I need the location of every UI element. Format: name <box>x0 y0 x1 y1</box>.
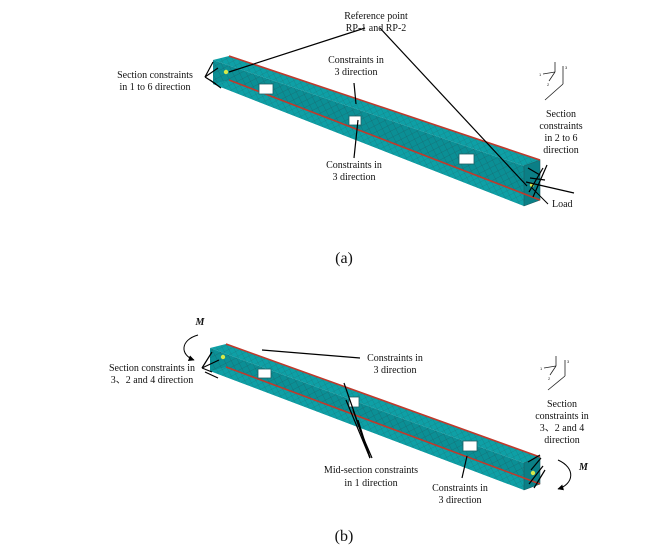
beam-a-hole-1 <box>258 83 274 95</box>
label-section-left-b-2: 3、2 and 4 direction <box>111 375 193 386</box>
beam-b-hole-3 <box>462 440 478 452</box>
beam-b-bottom-edge <box>225 366 541 485</box>
reference-point-rp1 <box>223 69 229 75</box>
label-mid-section-1: Mid-section constraints <box>324 465 418 476</box>
label-section-right-a-1: Section <box>546 109 576 120</box>
caption-a: (a) <box>335 250 353 267</box>
axis-triad-b: 1 3 2 <box>540 356 570 391</box>
label-section-right-a-2: constraints <box>539 121 582 132</box>
beam-b-top-edge <box>225 343 541 458</box>
axis-label-z: 3 <box>567 359 570 364</box>
panel-b: 1 3 2 M Section constraints in 3、2 and 4… <box>109 317 589 545</box>
moment-arrow-right <box>557 459 572 491</box>
label-constraint-bottom-b-2: 3 direction <box>438 495 481 506</box>
axis-label-z: 3 <box>565 65 568 70</box>
label-constraint-top-b-2: 3 direction <box>373 365 416 376</box>
label-mid-section-2: in 1 direction <box>344 478 397 489</box>
label-section-right-b-1: Section <box>547 399 577 410</box>
label-load: Load <box>552 199 573 210</box>
label-section-left-a-2: in 1 to 6 direction <box>119 82 190 93</box>
axis-triad-a: 1 3 2 <box>539 62 568 101</box>
label-section-right-b-2: constraints in <box>535 411 589 422</box>
label-reference-point-1: Reference point <box>344 11 408 22</box>
axis-label-y: 2 <box>548 376 551 381</box>
label-moment-right: M <box>578 462 589 473</box>
beam-b-bottom-flange <box>210 367 540 490</box>
label-section-right-a-3: in 2 to 6 <box>544 133 577 144</box>
label-section-left-a-1: Section constraints <box>117 70 193 81</box>
label-constraint-bottom-a-2: 3 direction <box>332 172 375 183</box>
caption-b: (b) <box>335 528 354 545</box>
reference-point-left-b <box>220 354 226 360</box>
label-constraint-top-b-1: Constraints in <box>367 353 423 364</box>
beam-a-top-flange <box>213 56 540 166</box>
leaders-b <box>201 349 546 489</box>
label-constraint-bottom-a-1: Constraints in <box>326 160 382 171</box>
axis-label-x: 1 <box>539 72 542 77</box>
beam-a-top-edge <box>228 55 541 161</box>
axis-label-y: 2 <box>547 82 550 87</box>
beam-a-bottom-edge <box>228 79 541 201</box>
beam-a <box>213 55 541 207</box>
label-moment-left: M <box>195 317 206 328</box>
label-section-right-b-3: 3、2 and 4 <box>540 423 584 434</box>
beam-a-hole-3 <box>458 153 475 165</box>
label-section-left-b-1: Section constraints in <box>109 363 195 374</box>
panel-a: 1 3 2 Reference point RP-1 and RP-2 Sect… <box>117 11 583 267</box>
label-constraint-bottom-b-1: Constraints in <box>432 483 488 494</box>
label-constraint-top-a-2: 3 direction <box>334 67 377 78</box>
label-constraint-top-a-1: Constraints in <box>328 55 384 66</box>
beam-b-hole-2 <box>348 396 360 408</box>
axis-label-x: 1 <box>540 366 543 371</box>
label-reference-point-2: RP-1 and RP-2 <box>346 23 407 34</box>
load-arrow <box>525 181 575 194</box>
moment-arrow-left <box>183 334 199 362</box>
beam-b-top-flange <box>210 344 540 463</box>
label-section-right-a-4: direction <box>543 145 579 156</box>
beam-b-hole-1 <box>257 368 272 379</box>
leaders-a <box>204 27 575 205</box>
beam-a-hole-2 <box>348 115 362 126</box>
beam-a-bottom-flange <box>213 80 540 206</box>
beam-b <box>210 343 541 491</box>
label-section-right-b-4: direction <box>544 435 580 446</box>
reference-point-right-b <box>530 470 536 476</box>
